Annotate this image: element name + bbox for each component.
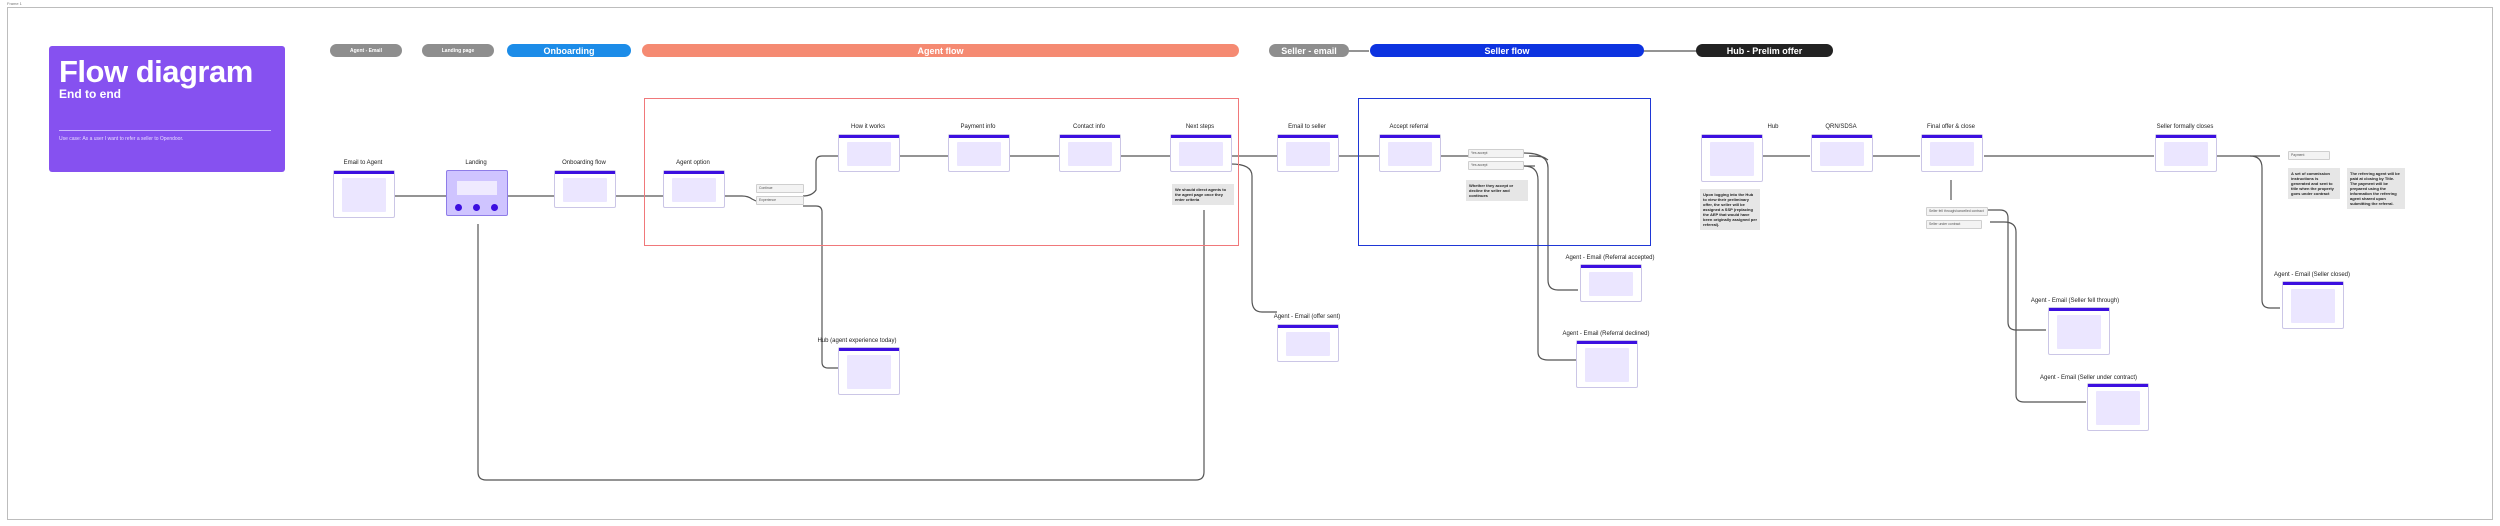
node-label: Agent - Email (Seller under contract) xyxy=(2040,375,2138,381)
node-label: Agent - Email (Seller closed) xyxy=(2273,272,2351,278)
node-label: Agent - Email (Referral accepted) xyxy=(1565,255,1655,261)
agent-email-seller-fell-through-screen xyxy=(2048,307,2110,355)
node-label: Hub (agent experience today) xyxy=(817,338,897,344)
seller-closes-screen xyxy=(2155,134,2217,172)
node-label: Contact info xyxy=(1072,124,1106,130)
flow-arrow xyxy=(1523,152,1578,291)
node-label: Next steps xyxy=(1185,124,1215,130)
node-label: QRN/SDSA xyxy=(1825,124,1857,130)
node-label: Payment info xyxy=(960,124,996,130)
agent-email-referral-declined-screen xyxy=(1576,340,1638,388)
flow-arrow xyxy=(803,205,838,369)
email-to-agent-screen xyxy=(333,170,395,218)
accept-choice: Yes accept xyxy=(1468,161,1524,170)
agent-email-referral-accepted-screen xyxy=(1580,264,1642,302)
node-label: Agent - Email (Referral declined) xyxy=(1562,331,1650,337)
referring-agent-note: The referring agent will be paid at clos… xyxy=(2347,168,2405,209)
use-case-text: Use case: As a user I want to refer a se… xyxy=(59,136,184,142)
phase-landing-page: Landing page xyxy=(422,44,494,57)
node-label: How it works xyxy=(850,124,885,130)
node-label: Email to seller xyxy=(1288,124,1326,130)
frame-tag: Frame 1 xyxy=(7,1,22,6)
hub-agent-experience-screen xyxy=(838,347,900,395)
final-offer-choice: Seller under contract xyxy=(1926,220,1982,229)
node-label: Email to Agent xyxy=(343,160,383,166)
node-label: Onboarding flow xyxy=(562,160,606,166)
contact-info-screen xyxy=(1059,134,1121,172)
flow-arrow xyxy=(1990,221,2086,403)
flow-arrow xyxy=(802,155,838,197)
agent-email-seller-closed-screen xyxy=(2282,281,2344,329)
page-subtitle: End to end xyxy=(59,87,121,101)
accept-choice: Yes accept xyxy=(1468,149,1524,158)
hub-note: Upon logging into the Hub to view their … xyxy=(1700,189,1760,230)
agent-flow-group xyxy=(644,98,1239,246)
landing-screen xyxy=(446,170,508,216)
accept-referral-screen xyxy=(1379,134,1441,172)
node-label: Agent - Email (Seller fell through) xyxy=(2030,298,2120,304)
how-it-works-screen xyxy=(838,134,900,172)
final-offer-choice: Seller fell through/cancelled contract xyxy=(1926,207,1988,216)
qrn-sdsa-screen xyxy=(1811,134,1873,172)
phase-seller-flow: Seller flow xyxy=(1370,44,1644,57)
flow-arrow xyxy=(1230,163,1277,313)
phase-agent-email: Agent - Email xyxy=(330,44,402,57)
node-label: Landing xyxy=(465,160,487,166)
node-label: Hub xyxy=(1767,124,1779,130)
phase-onboarding: Onboarding xyxy=(507,44,631,57)
node-label: Agent option xyxy=(676,160,710,166)
payment-info-screen xyxy=(948,134,1010,172)
title-card: Flow diagram End to end Use case: As a u… xyxy=(49,46,285,172)
seller-flow-group xyxy=(1358,98,1651,246)
phase-seller-email: Seller - email xyxy=(1269,44,1349,57)
diagram-canvas xyxy=(7,7,2493,520)
flow-arrow xyxy=(724,195,757,202)
final-offer-screen xyxy=(1921,134,1983,172)
hub-screen xyxy=(1701,134,1763,182)
flow-arrow xyxy=(1528,155,1549,161)
node-label: Accept referral xyxy=(1389,124,1429,130)
divider xyxy=(59,130,271,131)
phase-hub-prelim-offer: Hub - Prelim offer xyxy=(1696,44,1833,57)
agent-email-seller-under-contract-screen xyxy=(2087,383,2149,431)
commission-note: A set of commission instructions is gene… xyxy=(2288,168,2340,199)
node-label: Final offer & close xyxy=(1927,124,1975,130)
flow-arrow xyxy=(2249,155,2280,309)
page-title: Flow diagram xyxy=(59,54,253,89)
email-to-seller-screen xyxy=(1277,134,1339,172)
node-label: Agent - Email (offer sent) xyxy=(1273,314,1341,320)
node-label: Seller formally closes xyxy=(2156,124,2214,130)
accept-note: Whether they accept or decline the selle… xyxy=(1466,180,1528,201)
next-steps-note: We should direct agents to the agent pag… xyxy=(1172,184,1234,205)
agent-option-choice: Experience xyxy=(756,196,804,205)
flow-arrow xyxy=(1523,165,1578,361)
loop-back-arrow xyxy=(477,210,1205,481)
next-steps-screen xyxy=(1170,134,1232,172)
agent-email-offer-screen xyxy=(1277,324,1339,362)
payment-choice: Payment xyxy=(2288,151,2330,160)
flow-arrow xyxy=(1984,209,2046,331)
agent-option-screen xyxy=(663,170,725,208)
onboarding-flow-screen xyxy=(554,170,616,208)
agent-option-choice: Continue xyxy=(756,184,804,193)
phase-agent-flow: Agent flow xyxy=(642,44,1239,57)
